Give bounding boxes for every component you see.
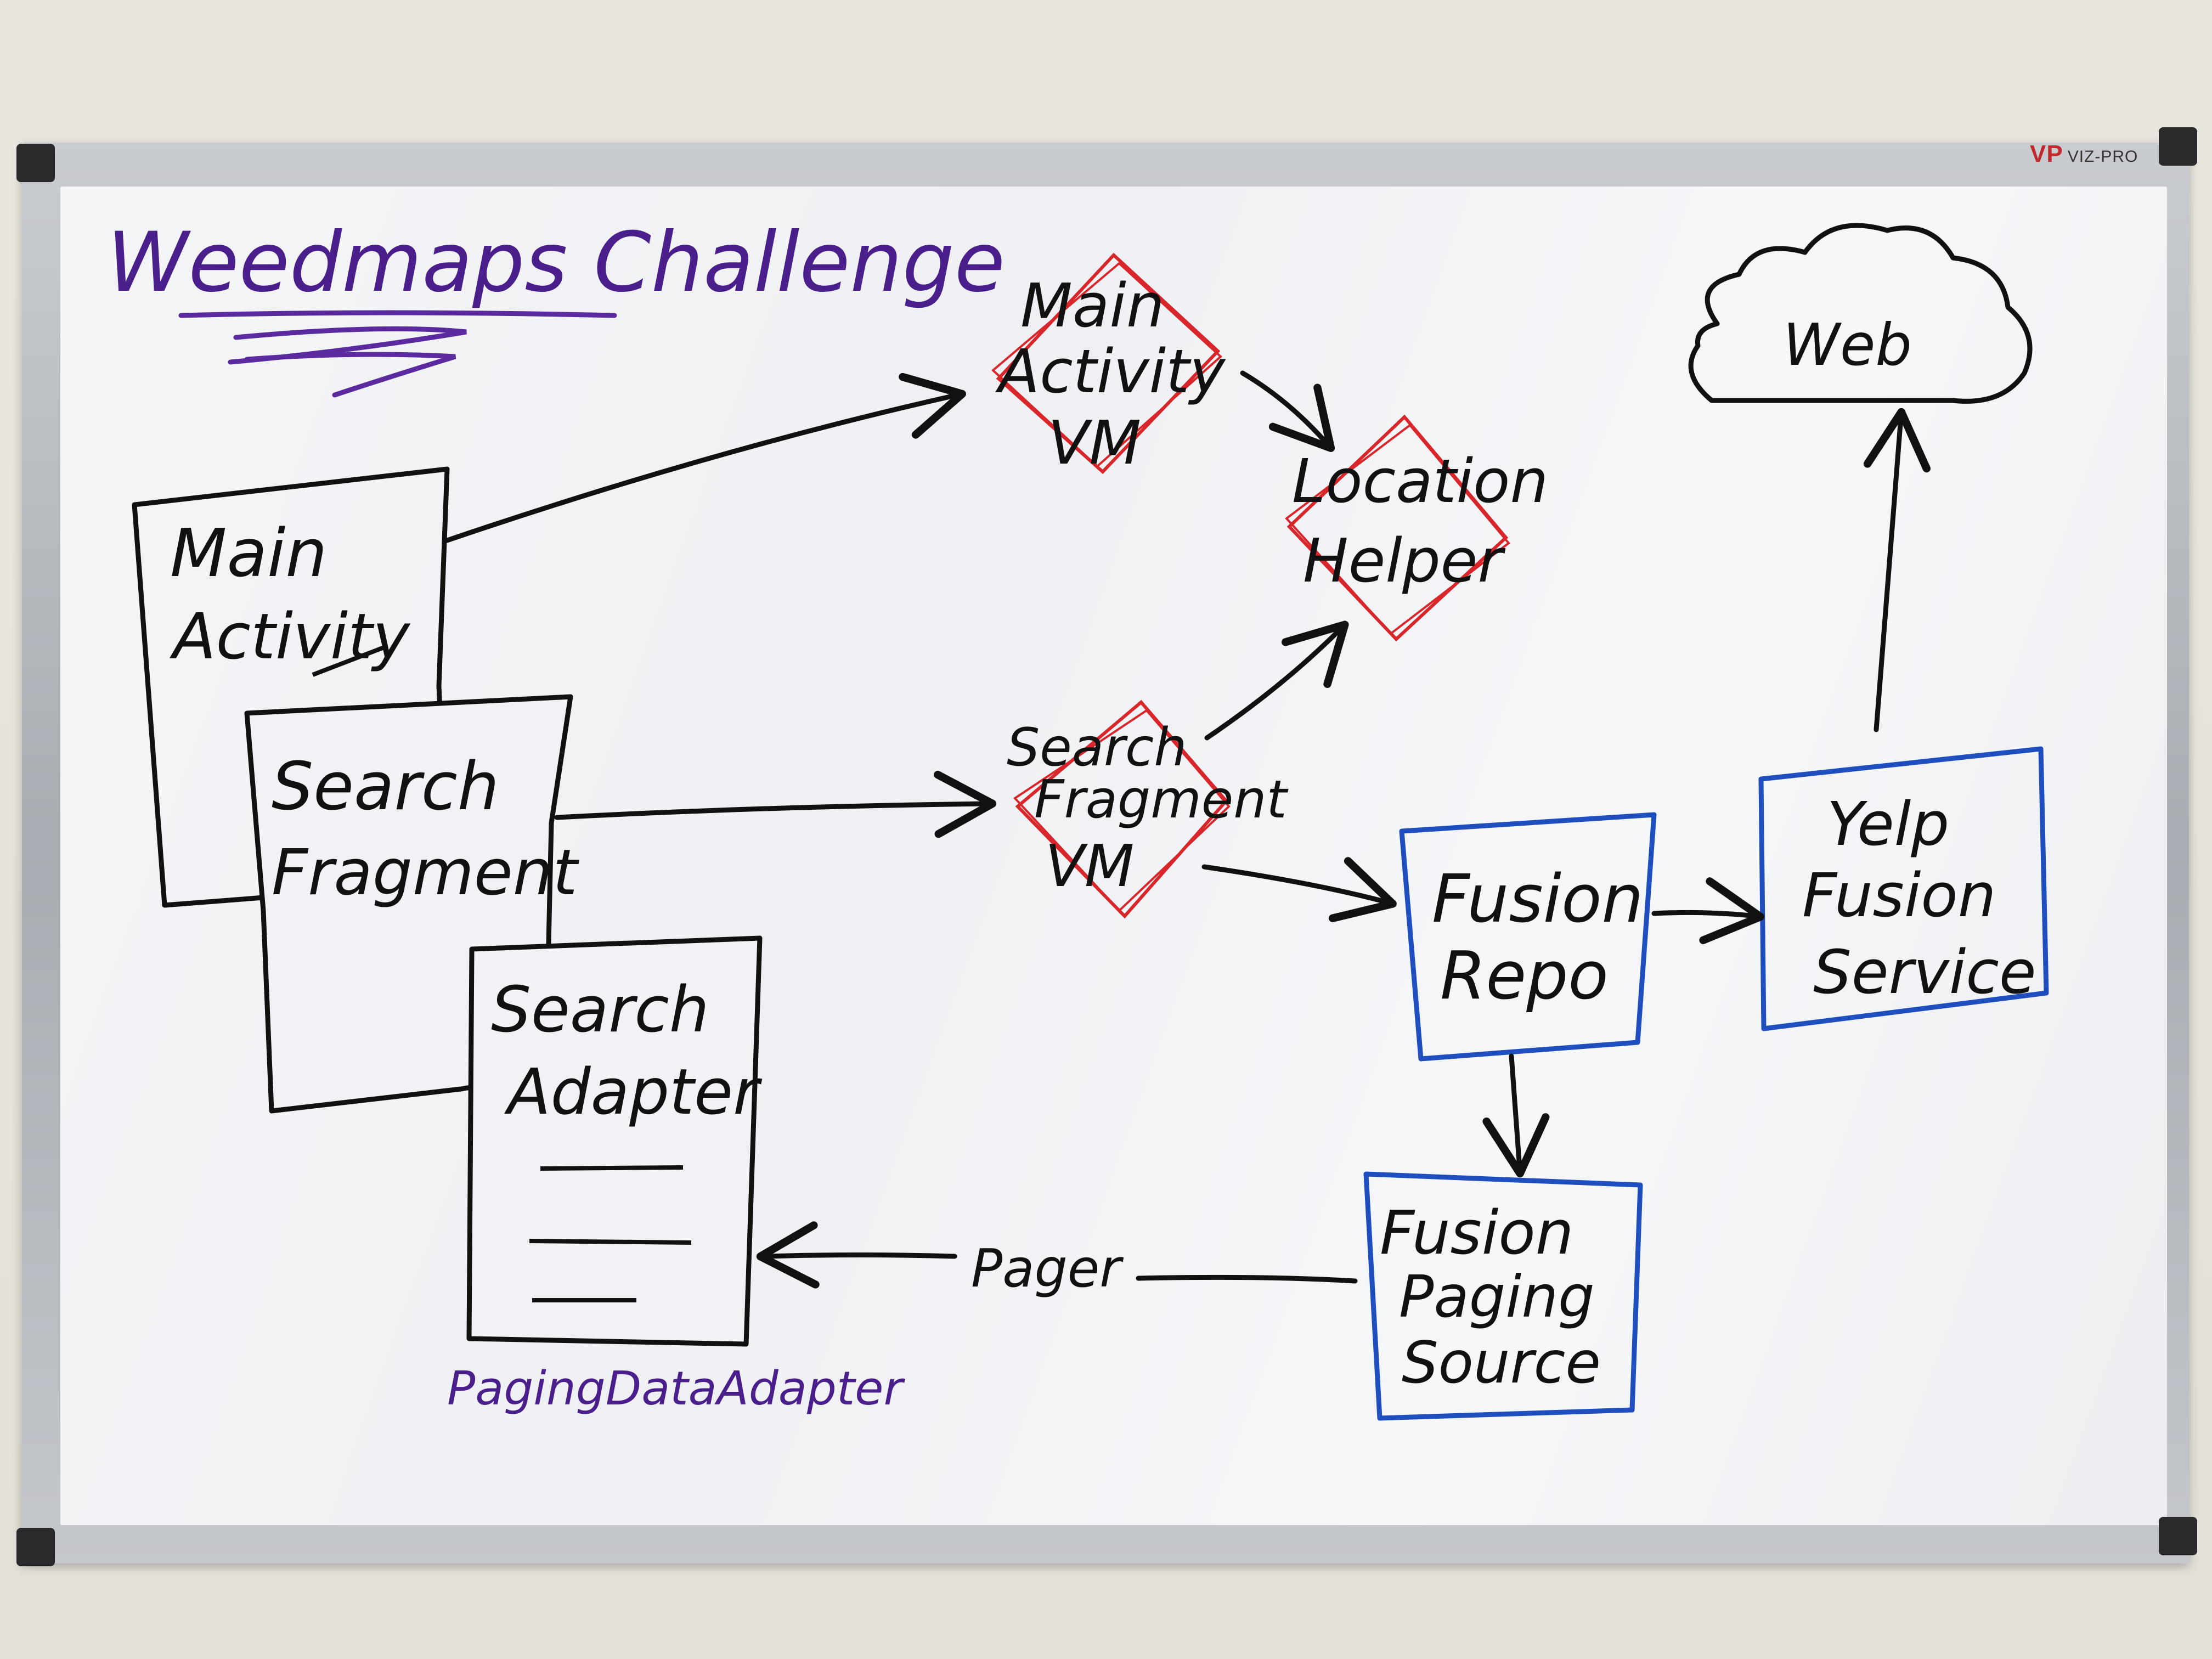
fusion-paging-source-node: Fusion Paging Source (1363, 1171, 1643, 1421)
arrow-main-activity-to-vm (444, 373, 966, 543)
search-adapter-label-line1: Search (491, 973, 709, 1047)
brand-logo: VP (2030, 140, 2063, 167)
arrow-fusion-repo-to-yelp-service (1651, 877, 1765, 944)
search-fragment-vm-label-line2: Fragment (1034, 770, 1289, 830)
pager-line-segment (1136, 1274, 1358, 1284)
yelp-fusion-service-label-line3: Service (1813, 937, 2036, 1007)
arrow-main-activity-vm-to-location-helper (1240, 370, 1335, 452)
location-helper-node: Location Helper (1285, 414, 1548, 642)
frame-corner-bottom-right (2159, 1517, 2197, 1555)
search-fragment-label-line2: Fragment (272, 836, 580, 910)
fusion-paging-source-label-line2: Paging (1399, 1263, 1595, 1330)
yelp-fusion-service-node: Yelp Fusion Service (1758, 746, 2049, 1031)
arrow-pager-to-search-adapter (756, 1221, 957, 1289)
frame-corner-top-left (16, 144, 55, 182)
fusion-paging-source-label-line1: Fusion (1380, 1198, 1573, 1268)
frame-corner-bottom-left (16, 1528, 55, 1566)
location-helper-label-line1: Location (1292, 446, 1548, 516)
main-activity-vm-label-line2: Activity (995, 336, 1226, 407)
arrow-fusion-repo-to-paging-source (1482, 1053, 1550, 1178)
main-activity-vm-label-line1: Main (1020, 270, 1165, 341)
search-adapter-box: Search Adapter (466, 935, 763, 1347)
main-activity-label-line2: Activity (169, 600, 411, 674)
pager-edge-label: Pager (971, 1239, 1124, 1299)
diagram-title: Weedmaps Challenge (107, 215, 1005, 311)
fusion-repo-label-line1: Fusion (1432, 861, 1644, 938)
main-activity-box: Main Activity (132, 466, 450, 908)
search-fragment-label-line1: Search (272, 749, 499, 825)
yelp-fusion-service-label-line1: Yelp (1827, 789, 1949, 859)
arrow-search-fragment-vm-to-location-helper (1204, 620, 1349, 741)
search-adapter-label-line2: Adapter (504, 1056, 763, 1129)
search-fragment-vm-label-line1: Search (1007, 718, 1187, 778)
main-activity-label-line1: Main (170, 516, 327, 592)
arrow-search-fragment-to-vm (554, 770, 997, 838)
fusion-paging-source-label-line3: Source (1402, 1329, 1601, 1396)
web-label: Web (1783, 312, 1912, 379)
location-helper-label-line2: Helper (1303, 526, 1505, 596)
frame-corner-top-right (2159, 127, 2197, 166)
main-activity-vm-label-line3: VM (1048, 408, 1141, 478)
arrow-search-fragment-vm-to-fusion-repo (1201, 857, 1397, 922)
main-activity-vm-node: Main Activity VM (991, 252, 1226, 478)
paging-data-adapter-note: PagingDataAdapter (447, 1362, 905, 1416)
yelp-fusion-service-label-line2: Fusion (1802, 860, 1996, 930)
arrow-yelp-service-to-web (1863, 408, 1931, 732)
fusion-repo-node: Fusion Repo (1399, 812, 1657, 1062)
brand-name: VIZ-PRO (2067, 148, 2138, 166)
search-fragment-vm-label-line3: VM (1045, 833, 1134, 900)
search-fragment-vm-node: Search Fragment VM (1007, 699, 1289, 919)
web-cloud-node: Web (1688, 223, 2033, 404)
fusion-repo-label-line2: Repo (1440, 938, 1609, 1014)
title-underline (178, 310, 617, 398)
